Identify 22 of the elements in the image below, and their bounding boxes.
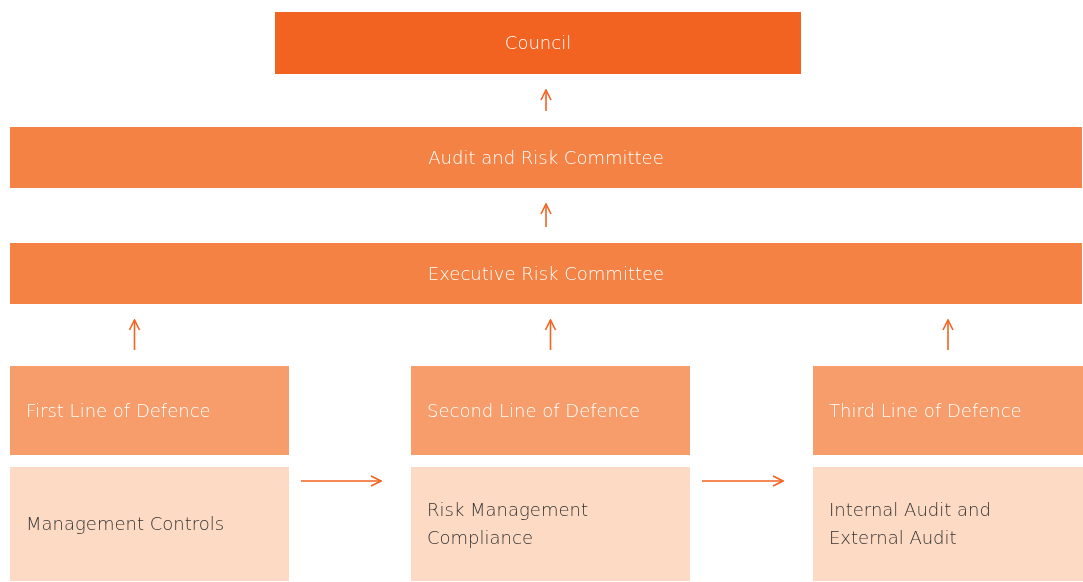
arrow xyxy=(540,203,552,228)
arrow xyxy=(942,319,954,351)
box-label: First Line of Defence xyxy=(26,398,211,423)
activity-box xyxy=(10,467,289,581)
box-label: Management Controls xyxy=(26,512,225,536)
committee-box xyxy=(10,127,1082,188)
arrow xyxy=(128,319,141,351)
activity-box xyxy=(813,467,1083,581)
arrow xyxy=(544,319,557,351)
activity-box xyxy=(411,467,690,581)
box-label: Executive Risk Committee xyxy=(427,261,665,286)
box-label: Second Line of Defence xyxy=(427,398,640,423)
committee-box xyxy=(10,243,1082,304)
arrow xyxy=(300,475,382,487)
arrow xyxy=(540,89,552,112)
council-box xyxy=(275,12,801,74)
box-label: Third Line of Defence xyxy=(829,398,1022,423)
box-label: Internal Audit and External Audit xyxy=(829,498,992,550)
arrow xyxy=(701,475,784,487)
box-label: Audit and Risk Committee xyxy=(428,145,664,170)
box-label: Council xyxy=(504,31,572,55)
box-label: Risk Management Compliance xyxy=(427,498,589,550)
